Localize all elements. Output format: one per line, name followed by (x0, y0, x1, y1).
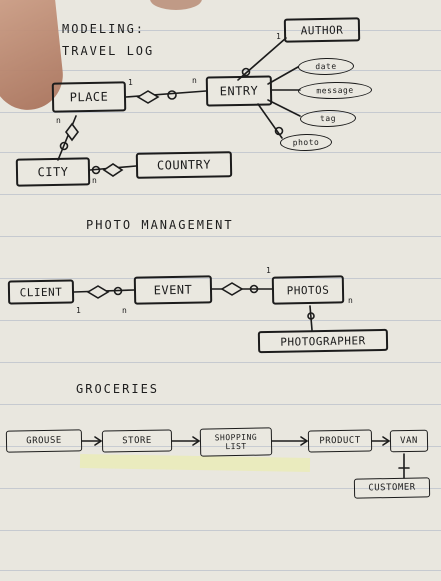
ruled-line (0, 570, 441, 571)
heading-photo-management: PHOTO MANAGEMENT (86, 218, 234, 232)
entity-client: CLIENT (7, 279, 75, 305)
multiplicity-label: n (56, 116, 61, 125)
entity-photos: PHOTOS (271, 275, 345, 305)
multiplicity-label: 1 (266, 266, 271, 275)
entity-store: STORE (101, 429, 173, 453)
entity-grouse: GROUSE (5, 429, 83, 453)
entity-city: CITY (15, 157, 91, 187)
shopping-list-label-line1: SHOPPING (214, 432, 258, 443)
entity-product: PRODUCT (307, 429, 373, 453)
entity-entry: ENTRY (205, 75, 273, 107)
ruled-line (0, 236, 441, 237)
ruled-line (0, 278, 441, 279)
ruled-line (0, 112, 441, 113)
ruled-line (0, 320, 441, 321)
multiplicity-label: 1 (276, 32, 281, 41)
finger-tip-overlay (150, 0, 202, 10)
entity-event: EVENT (133, 275, 213, 305)
heading-modeling: MODELING: (62, 22, 146, 36)
multiplicity-label: n (92, 176, 97, 185)
multiplicity-label: n (348, 296, 353, 305)
entity-place: PLACE (51, 81, 127, 113)
multiplicity-label: n (122, 306, 127, 315)
multiplicity-label: n (192, 76, 197, 85)
multiplicity-label: 1 (128, 78, 133, 87)
entity-shopping-list: SHOPPING LIST (199, 427, 273, 457)
ruled-line (0, 194, 441, 195)
ruled-line (0, 530, 441, 531)
entity-photographer: PHOTOGRAPHER (257, 328, 389, 354)
heading-groceries: GROCERIES (76, 382, 160, 396)
multiplicity-label: 1 (76, 306, 81, 315)
entity-customer: CUSTOMER (353, 477, 431, 499)
entity-country: COUNTRY (135, 151, 233, 179)
ruled-line (0, 488, 441, 489)
ruled-line (0, 70, 441, 71)
ruled-line (0, 446, 441, 447)
ruled-line (0, 404, 441, 405)
heading-travel-log: TRAVEL LOG (62, 44, 155, 58)
ruled-line (0, 152, 441, 153)
shopping-list-label-line2: LIST (225, 441, 247, 452)
entity-author: AUTHOR (283, 17, 361, 43)
entity-van: VAN (389, 429, 429, 453)
ruled-line (0, 362, 441, 363)
ruled-line (0, 30, 441, 31)
